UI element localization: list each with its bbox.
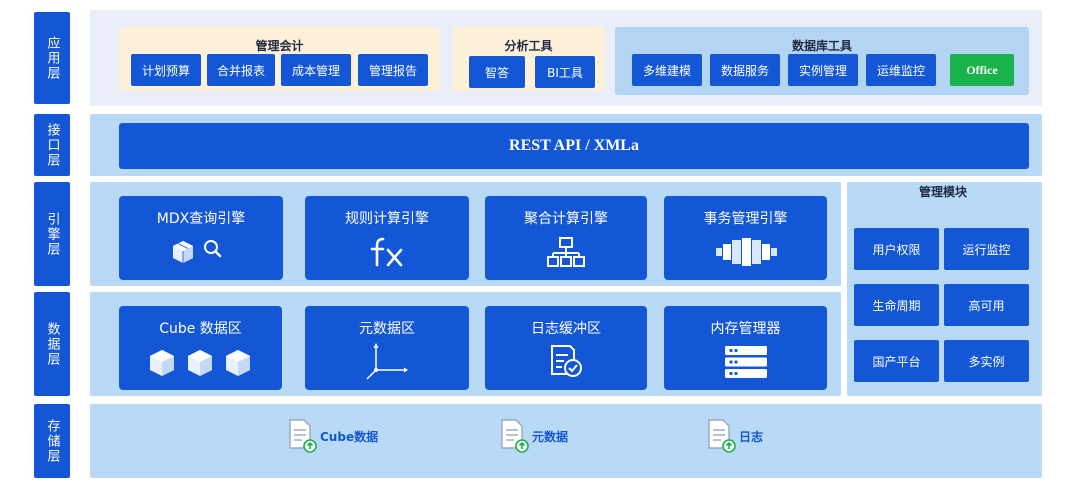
card-title: 日志缓冲区 (531, 321, 601, 337)
storage-item-metadata[interactable]: 元数据 (500, 418, 568, 454)
cluster-icon (664, 230, 827, 274)
document-upload-icon (708, 419, 736, 453)
card-transaction-engine[interactable]: 事务管理引擎 (664, 196, 827, 280)
card-cube-data-area[interactable]: Cube 数据区 (119, 306, 282, 390)
chip-bi-tool[interactable]: BI工具 (535, 56, 595, 88)
document-upload-icon (501, 419, 529, 453)
chip-ops-monitoring[interactable]: 运维监控 (866, 54, 936, 86)
card-title: 规则计算引擎 (345, 211, 429, 227)
chip-instance-management[interactable]: 实例管理 (788, 54, 858, 86)
chip-high-availability[interactable]: 高可用 (944, 284, 1029, 326)
chip-domestic-platform[interactable]: 国产平台 (854, 340, 939, 382)
card-title: MDX查询引擎 (156, 211, 246, 227)
card-mdx-engine[interactable]: MDX查询引擎 (119, 196, 283, 280)
storage-item-cube-data[interactable]: Cube数据 (288, 418, 378, 454)
card-log-buffer[interactable]: 日志缓冲区 (485, 306, 647, 390)
chip-office[interactable]: Office (950, 54, 1014, 86)
log-check-icon (485, 340, 647, 384)
card-title: 聚合计算引擎 (524, 211, 608, 227)
chip-multidim-modeling[interactable]: 多维建模 (632, 54, 702, 86)
chip-data-service[interactable]: 数据服务 (710, 54, 780, 86)
chip-smart-answer[interactable]: 智答 (469, 56, 525, 88)
card-title: Cube 数据区 (159, 321, 242, 337)
storage-layer-band (90, 404, 1042, 478)
cubes-icon (119, 340, 282, 384)
axes-icon (305, 340, 469, 384)
card-title: 事务管理引擎 (703, 211, 788, 227)
storage-item-label: Cube数据 (320, 429, 379, 444)
panel-title: 分析工具 (504, 39, 553, 53)
hierarchy-icon (485, 230, 647, 274)
chip-consolidated-report[interactable]: 合并报表 (207, 54, 275, 86)
layer-label-interface: 接口层 (34, 114, 70, 176)
chip-user-permission[interactable]: 用户权限 (854, 228, 939, 270)
panel-title: 管理会计 (255, 39, 304, 53)
server-icon (664, 340, 827, 384)
rest-api-bar[interactable]: REST API / XMLa (119, 123, 1029, 169)
card-metadata-area[interactable]: 元数据区 (305, 306, 469, 390)
chip-lifecycle[interactable]: 生命周期 (854, 284, 939, 326)
chip-runtime-monitoring[interactable]: 运行监控 (944, 228, 1029, 270)
chip-plan-budget[interactable]: 计划预算 (131, 54, 201, 86)
storage-item-label: 元数据 (532, 429, 569, 444)
layer-label-storage: 存储层 (34, 404, 70, 478)
storage-item-log[interactable]: 日志 (707, 418, 763, 454)
card-rule-engine[interactable]: 规则计算引擎 (305, 196, 469, 280)
chip-management-report[interactable]: 管理报告 (358, 54, 428, 86)
management-module-title: 管理模块 (918, 185, 967, 199)
cube-search-icon (119, 230, 283, 274)
card-aggregation-engine[interactable]: 聚合计算引擎 (485, 196, 647, 280)
layer-label-data: 数据层 (34, 292, 70, 396)
document-upload-icon (289, 419, 317, 453)
storage-item-label: 日志 (739, 429, 764, 444)
chip-cost-management[interactable]: 成本管理 (281, 54, 351, 86)
panel-title: 数据库工具 (791, 39, 852, 53)
layer-label-app: 应用层 (34, 12, 70, 104)
fx-icon (305, 230, 469, 274)
card-title: 内存管理器 (710, 321, 781, 337)
chip-multi-instance[interactable]: 多实例 (944, 340, 1029, 382)
card-memory-manager[interactable]: 内存管理器 (664, 306, 827, 390)
layer-label-engine: 引擎层 (34, 182, 70, 286)
card-title: 元数据区 (359, 321, 415, 337)
